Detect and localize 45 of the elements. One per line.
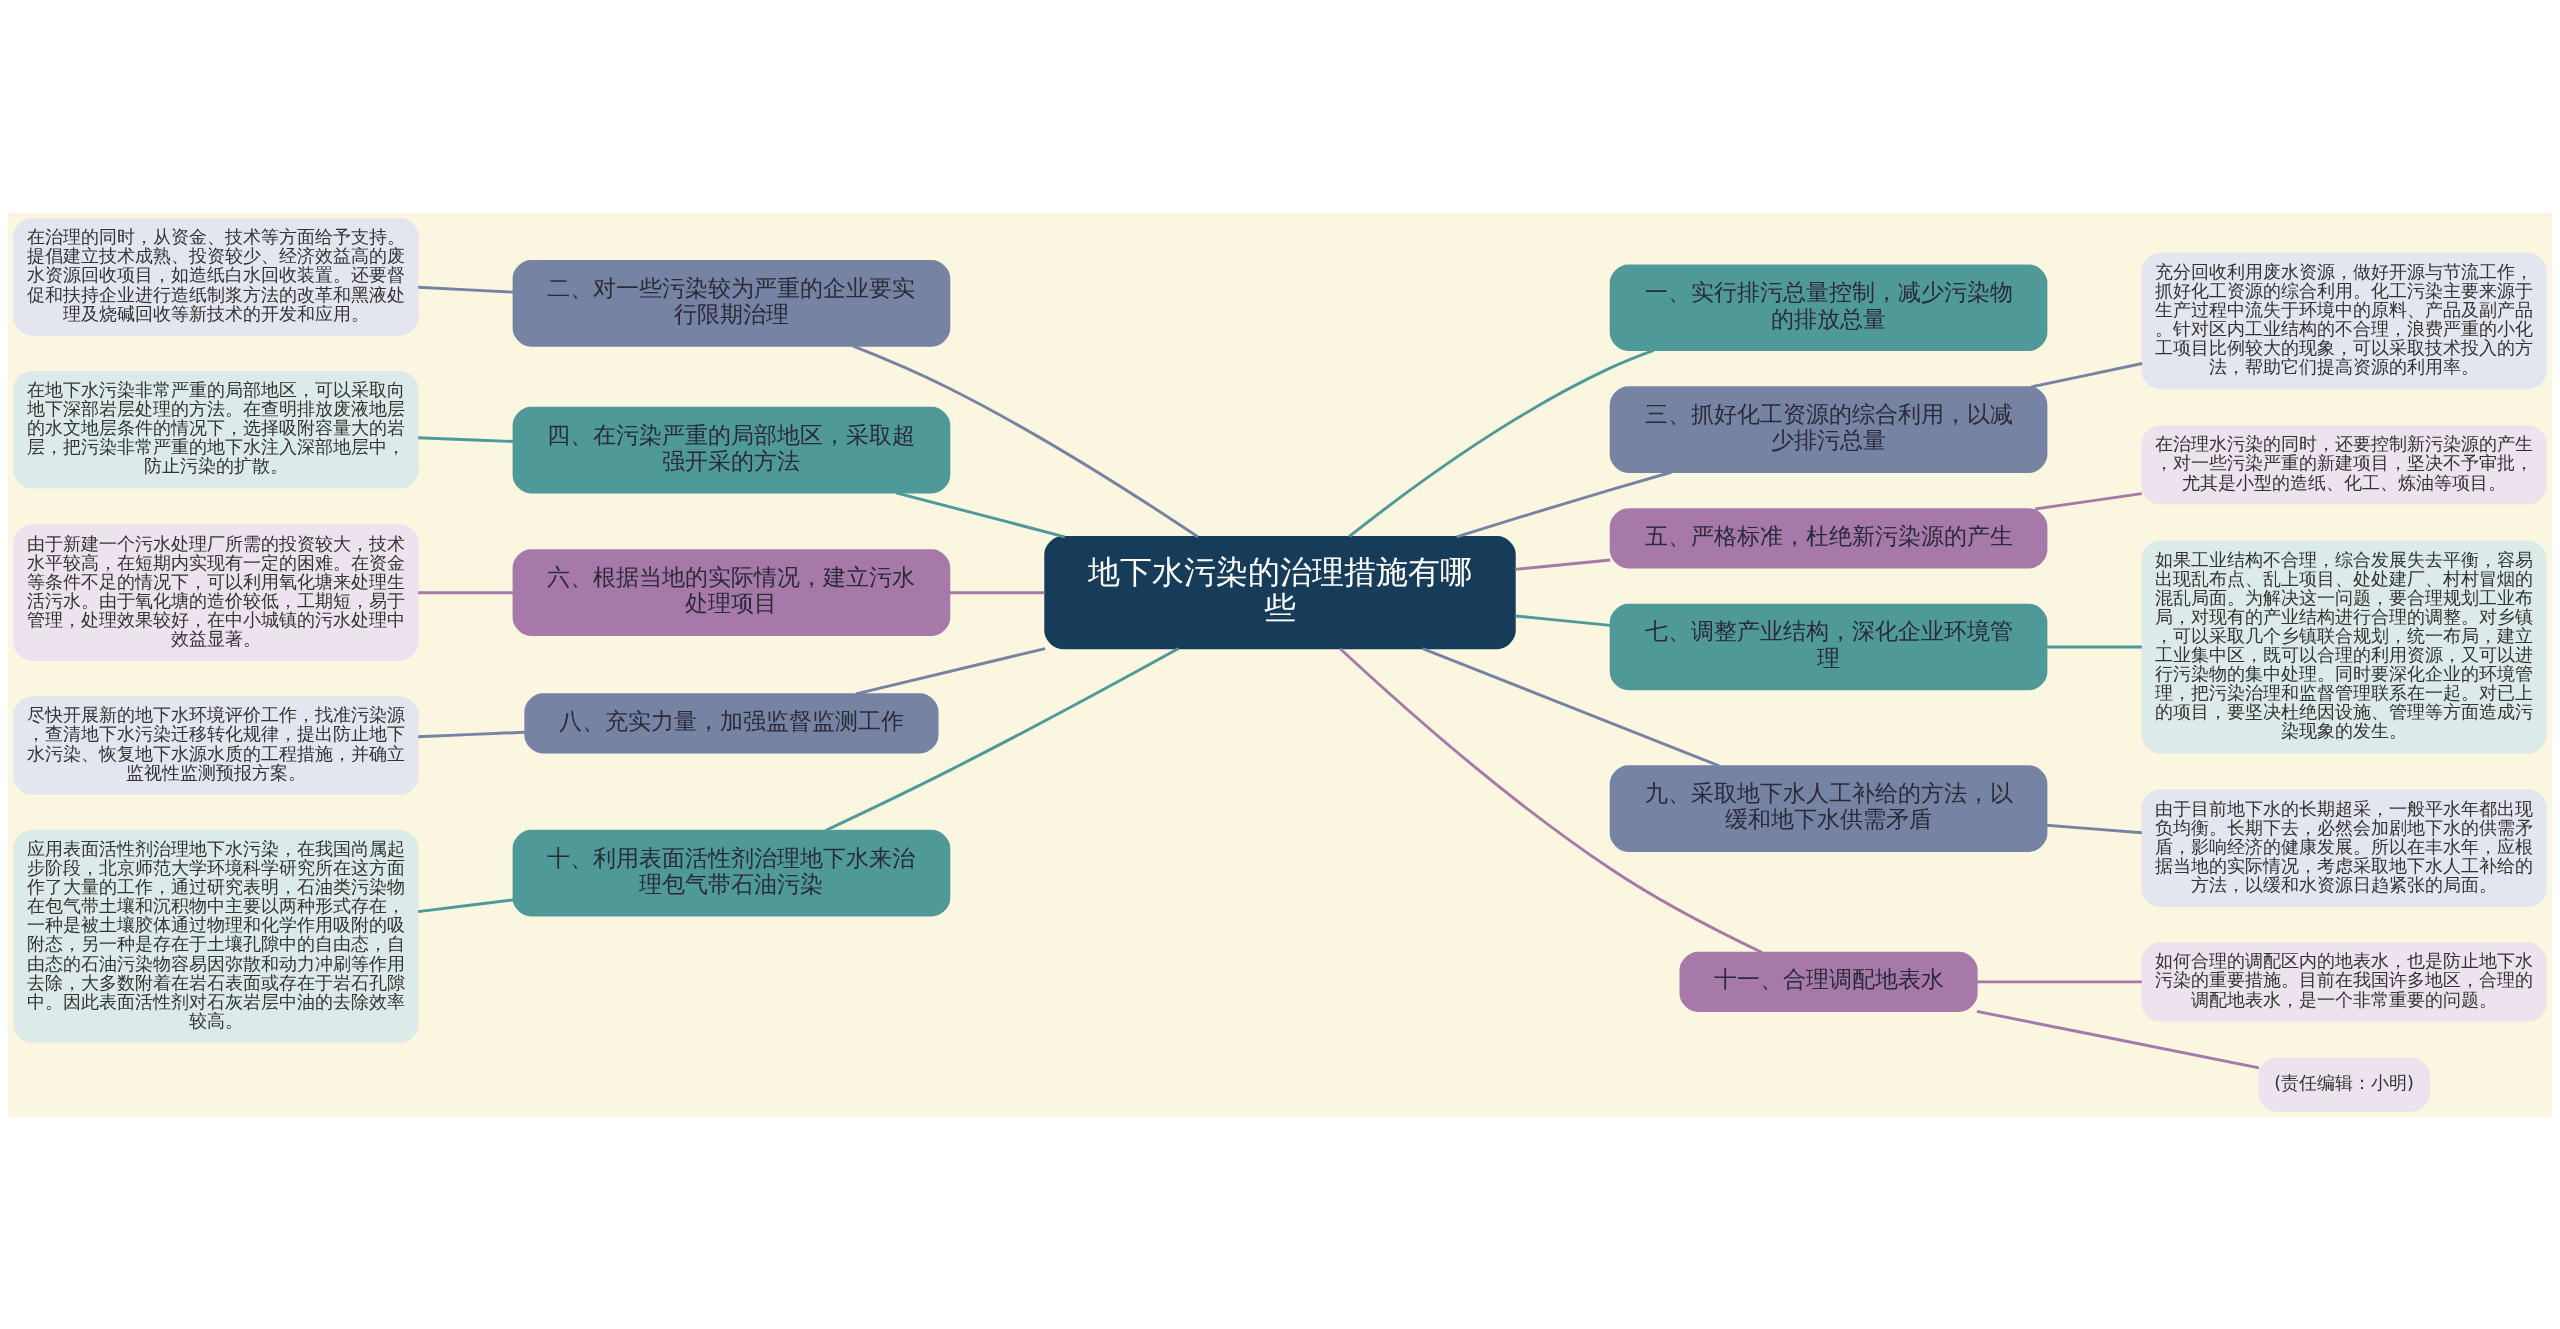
connector [852, 344, 1199, 538]
connector [418, 730, 525, 738]
node-box: (责任编辑：小明) [2258, 1057, 2430, 1112]
node-box: 四、在污染严重的局部地区，采取超强开采的方法 [512, 406, 951, 494]
connector [418, 435, 514, 443]
node-box: 充分回收利用废水资源，做好开源与节流工作，抓好化工资源的综合利用。化工污染主要来源于生产过程中流失于环境中的原料、产品及副产品。针对区内工业结构的不合理，浪费严重的小化工项目比例较大的现象，可以采取技术投入的方法，帮助它们提高资源的利用率。 [2141, 252, 2547, 389]
node-box: 在治理水污染的同时，还要控制新污染源的产生，对一些污染严重的新建项目，坚决不予审批，尤其是小型的造纸、化工、炼油等项目。 [2141, 424, 2547, 505]
node-box: 五、严格标准，杜绝新污染源的产生 [1609, 507, 2048, 568]
connector [2030, 361, 2143, 388]
connector [1422, 646, 1720, 767]
connector [1976, 979, 2142, 983]
connector [895, 490, 1065, 538]
node-box: 尽快开展新的地下水环境评价工作，找准污染源，查清地下水污染迁移转化规律，提出防止地下水污染、恢复地下水源水质的工程措施，并确立监视性监测预报方案。 [13, 695, 419, 795]
connector [417, 897, 514, 913]
connector [1515, 557, 1611, 571]
node-box: 在治理的同时，从资金、技术等方面给予支持。提倡建立技术成熟、投资较少、经济效益高的废水资源回收项目，如造纸白水回收装置。还要督促和扶持企业进行造纸制浆方法的改革和黑液处理及烧碱回收等新技术的开发和应用。 [13, 217, 419, 336]
node-box: 九、采取地下水人工补给的方法，以缓和地下水供需矛盾 [1609, 764, 2048, 852]
node-box: 三、抓好化工资源的综合利用，以减少排污总量 [1609, 385, 2048, 473]
node-box: 应用表面活性剂治理地下水污染，在我国尚属起步阶段，北京师范大学环境科学研究所在这方面作了大量的工作，通过研究表明，石油类污染物在包气带土壤和沉积物中主要以两种形式存在，一种是被土壤胶体通过物理和化学作用吸附的吸附态，另一种是存在于土壤孔隙中的自由态，自由态的石油污染物容易因弥散和动力冲刷等作用去除，大多数附着在岩石表面或存在于岩石孔隙中。因此表面活性剂对石灰岩层中油的去除效率较高。 [13, 829, 419, 1043]
node-box: 如何合理的调配区内的地表水，也是防止地下水污染的重要措施。目前在我国许多地区，合理的调配地表水，是一个非常重要的问题。 [2141, 941, 2547, 1022]
node-box: 由于新建一个污水处理厂所需的投资较大，技术水平较高，在短期内实现有一定的困难。在资金等条件不足的情况下，可以利用氧化塘来处理生活污水。由于氧化塘的造价较低，工期短，易于管理，处理效果较好，在中小城镇的污水处理中效益显著。 [13, 523, 419, 661]
connector [2046, 823, 2142, 834]
node-box: 地下水污染的治理措施有哪些 [1044, 535, 1516, 649]
connector [1515, 613, 1611, 627]
connector [418, 590, 514, 594]
connector [418, 285, 514, 294]
connector [2035, 491, 2142, 510]
connector [1339, 647, 1763, 954]
node-box: 在地下水污染非常严重的局部地区，可以采取向地下深部岩层处理的方法。在查明排放废液地层的水文地层条件的情况下，选择吸附容量大的岩层，把污染非常严重的地下水注入深部地层中，防止污染的扩散。 [13, 370, 419, 488]
node-box: 六、根据当地的实际情况，建立污水处理项目 [512, 548, 951, 636]
node-box: 由于目前地下水的长期超采，一般平水年都出现负均衡。长期下去，必然会加剧地下水的供需矛盾，影响经济的健康发展。所以在丰水年，应根据当地的实际情况，考虑采取地下水人工补给的方法，以缓和水资源日趋紧张的局面。 [2141, 788, 2547, 907]
connector [949, 590, 1045, 594]
node-box: 十一、合理调配地表水 [1679, 951, 1978, 1012]
node-box: 七、调整产业结构，深化企业环境管理 [1609, 603, 2048, 690]
connector [825, 646, 1180, 832]
connector [1348, 348, 1655, 538]
node-box: 二、对一些污染较为严重的企业要实行限期治理 [512, 259, 951, 347]
connector [855, 646, 1046, 695]
connector [2046, 645, 2142, 648]
connector [1456, 470, 1672, 538]
node-box: 如果工业结构不合理，综合发展失去平衡，容易出现乱布点、乱上项目、处处建厂、村村冒烟的混乱局面。为解决这一问题，要合理规划工业布局，对现有的产业结构进行合理的调整。对乡镇，可以采取几个乡镇联合规划，统一布局，建立工业集中区，既可以合理的利用资源，又可以进行污染物的集中处理。同时要深化企业的环境管理，把污染治理和监督管理联系在一起。对已上的项目，要坚决杜绝因设施、管理等方面造成污染现象的发生。 [2141, 540, 2547, 753]
node-box: 十、利用表面活性剂治理地下水来治理包气带石油污染 [512, 829, 951, 916]
node-box: 一、实行排污总量控制，减少污染物的排放总量 [1609, 263, 2048, 351]
node-box: 八、充实力量，加强监督监测工作 [524, 692, 939, 753]
connector [1976, 1009, 2260, 1069]
